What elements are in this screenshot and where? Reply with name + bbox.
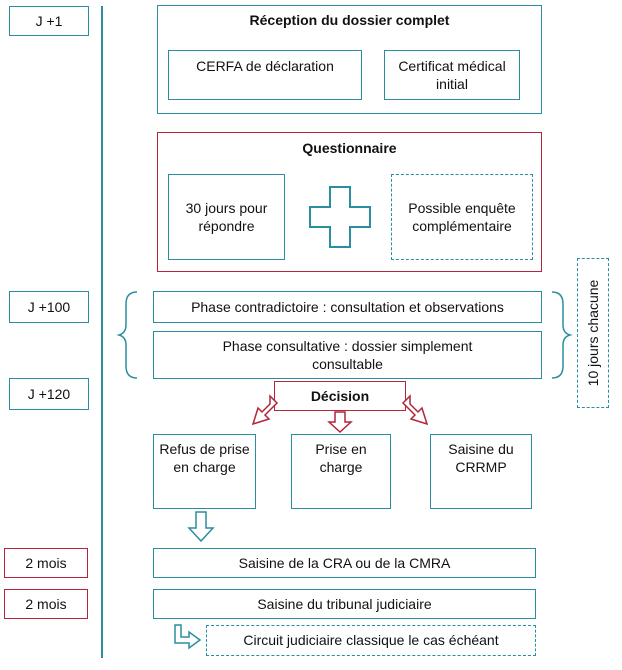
timeline-label-j1: J +1 xyxy=(9,6,89,36)
decision-box: Décision xyxy=(274,381,406,411)
arrow-down-center xyxy=(327,411,353,434)
delai-reponse-box: 30 jours pour répondre xyxy=(168,174,285,260)
saisine-cra-box: Saisine de la CRA ou de la CMRA xyxy=(153,548,536,578)
saisine-tribunal-box: Saisine du tribunal judiciaire xyxy=(153,589,536,619)
questionnaire-title: Questionnaire xyxy=(302,140,397,156)
duree-phases-box: 10 jours chacune xyxy=(577,258,609,408)
timeline-label-2mois-tribunal: 2 mois xyxy=(4,589,88,619)
timeline-label-j100: J +100 xyxy=(9,291,89,323)
questionnaire-group xyxy=(157,132,542,272)
certificat-box: Certificat médical initial xyxy=(384,50,520,100)
circuit-judiciaire-box: Circuit judiciaire classique le cas éché… xyxy=(206,625,536,656)
phase-contradictoire-box: Phase contradictoire : consultation et o… xyxy=(153,291,542,323)
arrow-down-left xyxy=(251,394,279,426)
saisine-crrmp-box: Saisine du CRRMP xyxy=(430,434,532,509)
cerfa-box: CERFA de déclaration xyxy=(168,50,362,100)
arrow-down-right xyxy=(401,394,429,426)
reception-title: Réception du dossier complet xyxy=(249,12,450,28)
timeline-axis xyxy=(101,6,103,658)
arrow-refus-to-cra xyxy=(187,511,215,543)
timeline-label-j120: J +120 xyxy=(9,378,89,410)
refus-box: Refus de prise en charge xyxy=(153,434,256,509)
arrow-tribunal-to-circuit xyxy=(174,624,202,650)
plus-icon xyxy=(309,186,371,248)
left-brace xyxy=(116,291,138,379)
timeline-label-2mois-cra: 2 mois xyxy=(4,548,88,578)
reception-group xyxy=(157,5,542,114)
enquete-box: Possible enquête complémentaire xyxy=(391,174,533,260)
phase-consultative-box: Phase consultative : dossier simplement … xyxy=(153,331,542,379)
right-brace xyxy=(551,291,573,379)
prise-en-charge-box: Prise en charge xyxy=(291,434,391,509)
